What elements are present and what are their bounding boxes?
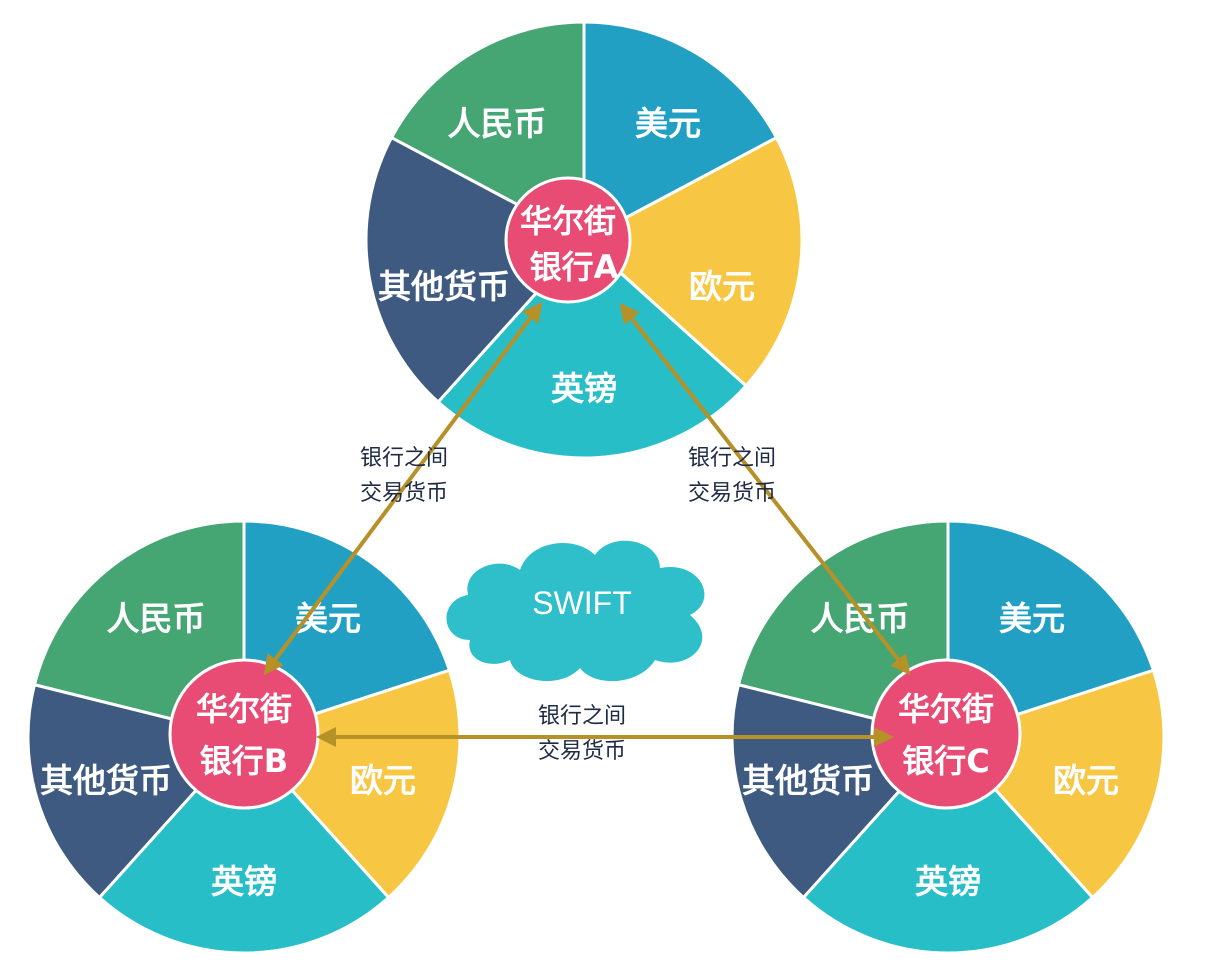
link-a-c-label-line2: 交易货币 (688, 481, 776, 506)
link-a-c-arrow (619, 302, 911, 676)
bank-a-circle (504, 176, 632, 304)
segment-usd (582, 20, 779, 243)
bank-cluster-c: 人民币 美元 欧元 英镑 其他货币 华尔街 银行C (730, 519, 1166, 955)
bank-a-name-line2: 银行A (530, 248, 619, 286)
bank-b-name-line1: 华尔街 (196, 690, 292, 728)
link-a-b-label-line1: 银行之间 (360, 446, 448, 471)
label-eur: 欧元 (689, 267, 755, 306)
link-a-b-arrow (263, 301, 543, 676)
label-gbp: 英镑 (211, 862, 277, 901)
link-b-c-label-line1: 银行之间 (538, 704, 626, 729)
label-gbp: 英镑 (915, 862, 981, 901)
label-rmb: 人民币 (811, 599, 910, 638)
bank-cluster-b: 人民币 美元 欧元 英镑 其他货币 华尔街 银行B (26, 519, 462, 955)
label-eur: 欧元 (350, 761, 416, 800)
label-rmb: 人民币 (448, 104, 547, 143)
bank-b-name-line2: 银行B (200, 742, 288, 780)
label-other: 其他货币 (40, 761, 172, 800)
label-usd: 美元 (999, 599, 1065, 638)
bank-cluster-a: 人民币 美元 欧元 英镑 其他货币 华尔街 银行A (364, 20, 804, 460)
link-b-c-label-line2: 交易货币 (538, 739, 626, 764)
link-a-b-label-line2: 交易货币 (360, 481, 448, 506)
label-eur: 欧元 (1053, 761, 1119, 800)
segment-gbp (97, 734, 391, 955)
link-a-c-label-line1: 银行之间 (688, 446, 776, 471)
label-gbp: 英镑 (551, 369, 617, 408)
bank-b-circle (168, 658, 320, 810)
label-rmb: 人民币 (107, 599, 206, 638)
label-usd: 美元 (635, 104, 701, 143)
segment-gbp (801, 734, 1095, 955)
label-other: 其他货币 (742, 761, 874, 800)
label-other: 其他货币 (378, 267, 510, 306)
swift-cloud-icon: SWIFT (446, 540, 705, 682)
bank-c-name-line1: 华尔街 (898, 690, 994, 728)
bank-c-name-line2: 银行C (902, 742, 990, 780)
swift-label: SWIFT (532, 585, 632, 621)
bank-c-circle (870, 658, 1022, 810)
bank-a-name-line1: 华尔街 (520, 202, 616, 240)
interbank-links: 银行之间 交易货币 银行之间 交易货币 银行之间 交易货币 (263, 301, 911, 764)
